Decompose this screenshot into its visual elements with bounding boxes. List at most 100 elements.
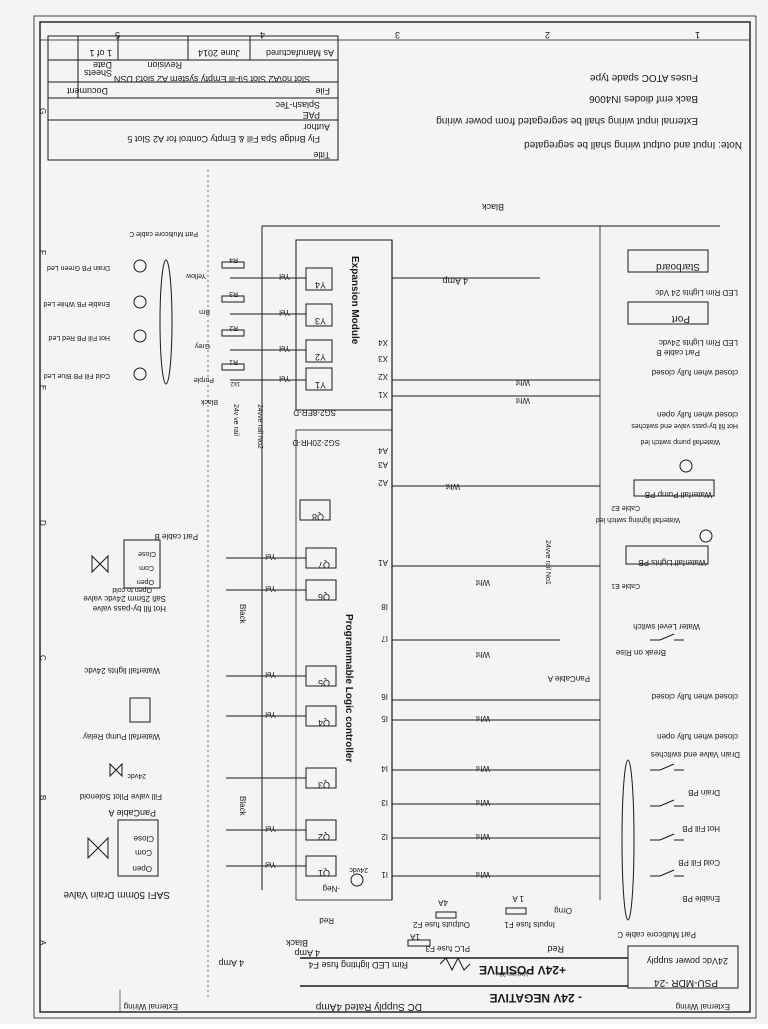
document-label: Document bbox=[66, 86, 108, 96]
title-block: Title Fly Bridge Spa Fill & Empty Contro… bbox=[47, 35, 339, 161]
note-1: Note: Input and output wiring shall be s… bbox=[524, 139, 742, 150]
closed-fully-open: closed when fully open bbox=[657, 410, 738, 419]
col-1: 1 bbox=[695, 30, 700, 40]
input-a2: A2 bbox=[378, 478, 388, 487]
closed-fully-closed: closed when fully closed bbox=[652, 368, 738, 377]
bypass-com: Com bbox=[139, 564, 154, 571]
wht-10: Wht bbox=[515, 396, 530, 405]
date-value: June 2014 bbox=[198, 48, 240, 58]
led-enable: Enable PB White Led bbox=[43, 300, 110, 307]
external-wiring-right: External Wiring bbox=[676, 1002, 730, 1011]
cable-e2-label: Cable E2 bbox=[611, 504, 640, 511]
plc-body: Expansion Module SG2-8ER-D Programmable … bbox=[292, 239, 393, 901]
output-q5: Q5 bbox=[318, 678, 330, 688]
zone-f: F bbox=[38, 250, 47, 255]
negative-rail-label: - 24V NEGATIVE bbox=[490, 991, 582, 1005]
waterfall-lights-label: Waterfall lights 24vdc bbox=[84, 666, 160, 675]
wire-purple: Purple bbox=[194, 376, 214, 383]
waterfall-lighting-led: Waterfall lighting switch led bbox=[596, 516, 680, 523]
zone-markers: G F E D C B A bbox=[38, 108, 47, 946]
expansion-model: SG2-8ER-D bbox=[293, 408, 336, 417]
bypass-open: Open bbox=[137, 578, 154, 585]
dc-supply-label: DC Supply Rated 4Amp bbox=[315, 1001, 422, 1012]
black-top-label: Black bbox=[481, 202, 504, 212]
note-2: External input wiring shall be segregate… bbox=[436, 115, 698, 126]
yel-y4: Yel bbox=[279, 272, 290, 281]
sheets-value: 1 of 1 bbox=[89, 48, 112, 58]
exp-output-y3: Y3 bbox=[315, 316, 326, 326]
break-on-rise: Break on Rise bbox=[615, 648, 666, 657]
rim-led-rating: 4 Amp bbox=[294, 948, 320, 958]
date-label: Date bbox=[93, 60, 112, 70]
plc-fuse-label: PLC fuse F3 bbox=[425, 944, 470, 953]
plc-outputs: Q1 Q2 Q3 Q4 Q5 Q6 Q7 Q8 Y1 Y2 Y3 Y4 bbox=[299, 267, 337, 878]
open-to-cold-label: Open to cold bbox=[112, 586, 152, 593]
revision-value: As Manufactured bbox=[266, 48, 334, 58]
exp-input-x4: X4 bbox=[378, 338, 388, 347]
neg-label: -Neg bbox=[323, 884, 340, 893]
enable-pb: Enable PB bbox=[682, 894, 720, 903]
psu-label: 24Vdc power supply bbox=[646, 956, 728, 966]
yel-q2: Yel bbox=[265, 824, 276, 833]
revision-label: Revision bbox=[147, 60, 182, 70]
output-q6: Q6 bbox=[318, 592, 330, 602]
part-multicore-c-right: Part Multicore cable C bbox=[617, 930, 696, 939]
hot-fill-switches: Hot fill by-pass valve end switches bbox=[631, 422, 738, 429]
black-q3: Black bbox=[238, 796, 247, 817]
wire-yellow: Yellow bbox=[185, 272, 206, 279]
black-label-power: Black bbox=[285, 938, 308, 948]
zone-g: G bbox=[38, 108, 47, 114]
drain-valve-com: Com bbox=[135, 848, 152, 857]
rail-no2-label: 24vve rail No2 bbox=[256, 404, 263, 449]
left-devices: Close Com Open SAFI 50mm Drain Valve Pan… bbox=[63, 532, 198, 900]
power-section: PSU-MDR -24 24Vdc power supply External … bbox=[124, 202, 739, 1012]
hot-fill-bypass-label: Hot fill by-pass valve bbox=[92, 604, 166, 613]
supply-24vdc: 24vdc bbox=[349, 866, 368, 873]
rim-led-fuse-label: Rim LED lighting fuse F4 bbox=[308, 960, 408, 970]
res-value: 1k2 bbox=[230, 380, 240, 386]
cable-e1-label: Cable E1 bbox=[611, 582, 640, 589]
yel-y2: Yel bbox=[279, 344, 290, 353]
plc-model: SG2-20HR-D bbox=[292, 438, 340, 447]
res-r4: R4 bbox=[229, 256, 238, 263]
exp-input-x2: X2 bbox=[378, 372, 388, 381]
cold-fill-pb: Cold Fill PB bbox=[678, 858, 720, 867]
zone-a: A bbox=[38, 940, 47, 946]
zone-e: E bbox=[38, 385, 47, 390]
led-rim-24v-label: LED Rim Lights 24 Vdc bbox=[655, 288, 738, 297]
output-q2: Q2 bbox=[318, 832, 330, 842]
ve-rail-label: 24v ve rail bbox=[232, 404, 239, 436]
inputs-fuse-label: Inputs fuse F1 bbox=[504, 920, 555, 929]
input-a3: A3 bbox=[378, 460, 388, 469]
yel-q5: Yel bbox=[265, 670, 276, 679]
part-cable-c-label: Part Multicore cable C bbox=[129, 230, 198, 237]
waterfall-pump-pb: Waterfall Pump PB bbox=[645, 490, 712, 499]
input-i7: I7 bbox=[381, 634, 388, 643]
input-i1: I1 bbox=[381, 870, 388, 879]
led-section: Part Multicore cable C Cold Fill PB Blue… bbox=[43, 230, 245, 386]
title-value: Fly Bridge Spa Fill & Empty Control for … bbox=[127, 134, 320, 144]
notes-block: Note: Input and output wiring shall be s… bbox=[436, 72, 742, 150]
file-label: File bbox=[315, 86, 330, 96]
waterfall-lights-pb: Waterfall Lights PB bbox=[638, 558, 706, 567]
safi-25mm-label: Safi 25mm 24vdc valve bbox=[83, 594, 166, 603]
wht-4: Wht bbox=[475, 764, 490, 773]
outputs-fuse-rating: 4A bbox=[438, 898, 448, 907]
plc-inputs: I1 I2 I3 I4 I5 I6 I7 I8 A1 A2 A3 A4 X1 X… bbox=[378, 338, 388, 879]
wht-1: Wht bbox=[475, 870, 490, 879]
drain-valve-switches: Drain Valve end switches bbox=[651, 750, 740, 759]
closed-fully-closed-2: closed when fully closed bbox=[652, 692, 738, 701]
exp-output-y1: Y1 bbox=[315, 380, 326, 390]
expansion-module-title: Expansion Module bbox=[349, 256, 360, 345]
col-3: 3 bbox=[395, 30, 400, 40]
col-2: 2 bbox=[545, 30, 550, 40]
wht-7: Wht bbox=[475, 578, 490, 587]
exp-input-x3: X3 bbox=[378, 354, 388, 363]
black-q6: Black bbox=[238, 604, 247, 625]
led-drain: Drain PB Green Led bbox=[47, 264, 110, 271]
plc-main-label: Programmable Logic controller bbox=[343, 614, 354, 762]
sheet-border bbox=[33, 15, 757, 1019]
yel-y3: Yel bbox=[279, 308, 290, 317]
fill-valve-24vdc: 24vdc bbox=[127, 772, 146, 779]
